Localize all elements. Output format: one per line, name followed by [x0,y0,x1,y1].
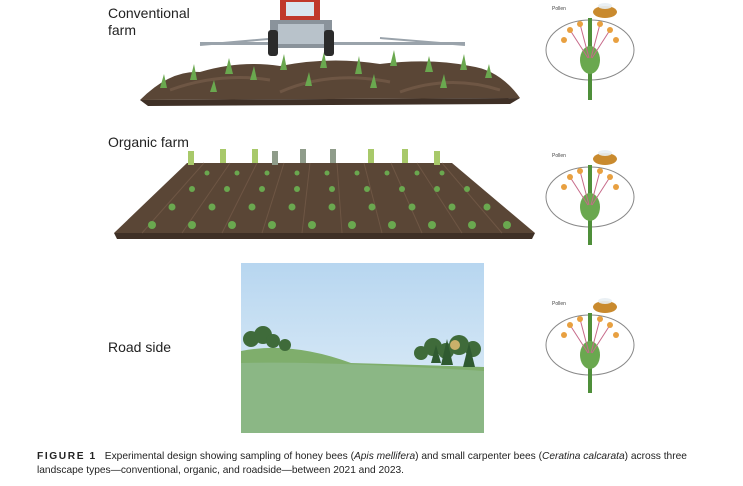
roadside-landscape [241,263,484,433]
row-label-roadside: Road side [108,339,171,356]
flower-bee-diagram-conventional: Pollen [540,0,640,102]
species-honey-bee: Apis mellifera [354,451,415,462]
caption-text-1: Experimental design showing sampling of … [105,451,354,462]
flower-bee-diagram-organic: Pollen [540,145,640,247]
pollen-tag-organic: Pollen [552,153,566,159]
flower-bee-diagram-roadside: Pollen [540,293,640,395]
row-label-roadside-line-1: Road side [108,339,171,356]
figure-label: FIGURE 1 [37,451,97,462]
caption-text-2: ) and small carpenter bees ( [415,451,542,462]
figure-caption: FIGURE 1 Experimental design showing samp… [37,450,717,477]
pollen-tag-roadside: Pollen [552,301,566,307]
pollen-tag-conventional: Pollen [552,6,566,12]
species-carpenter-bee: Ceratina calcarata [542,451,625,462]
conventional-farm-illustration [130,0,530,110]
organic-farm-illustration [112,145,537,240]
